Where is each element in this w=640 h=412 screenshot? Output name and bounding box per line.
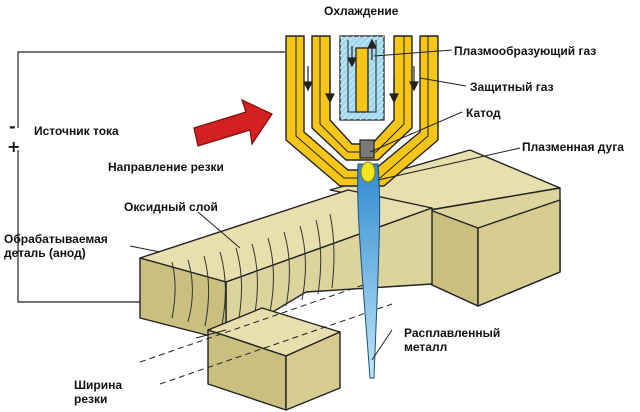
label-kerf-width: Ширина резки [74,378,123,406]
label-cut-direction: Направление резки [108,160,224,174]
workpiece-right-block [329,149,561,307]
label-oxide-layer: Оксидный слой [124,200,218,214]
cathode-tip [359,139,375,159]
label-molten-metal: Расплавленный металл [404,326,501,354]
plasma-arc [357,161,381,379]
label-cooling: Охлаждение [324,4,399,18]
label-cathode: Катод [466,106,501,120]
cut-direction-arrow [193,98,273,147]
torch-nozzle [285,35,439,187]
gas-flow-arrows [303,38,419,104]
label-plasma-gas: Плазмообразующий газ [454,44,597,58]
label-shield-gas: Защитный газ [470,80,554,94]
plus-terminal: + [7,137,21,156]
label-workpiece: Обрабатываемая деталь (анод) [4,232,108,260]
leader-lines [129,49,521,361]
coolant-chamber [339,35,385,121]
oxide-layer-stripes [171,213,335,331]
workpiece-front-block [207,307,341,411]
kerf-dashed-lines [139,281,393,385]
label-plasma-arc: Плазменная дуга [522,140,624,154]
minus-terminal: - [9,117,16,136]
label-power-source: Источник тока [34,124,119,138]
circuit-wires [17,51,285,303]
